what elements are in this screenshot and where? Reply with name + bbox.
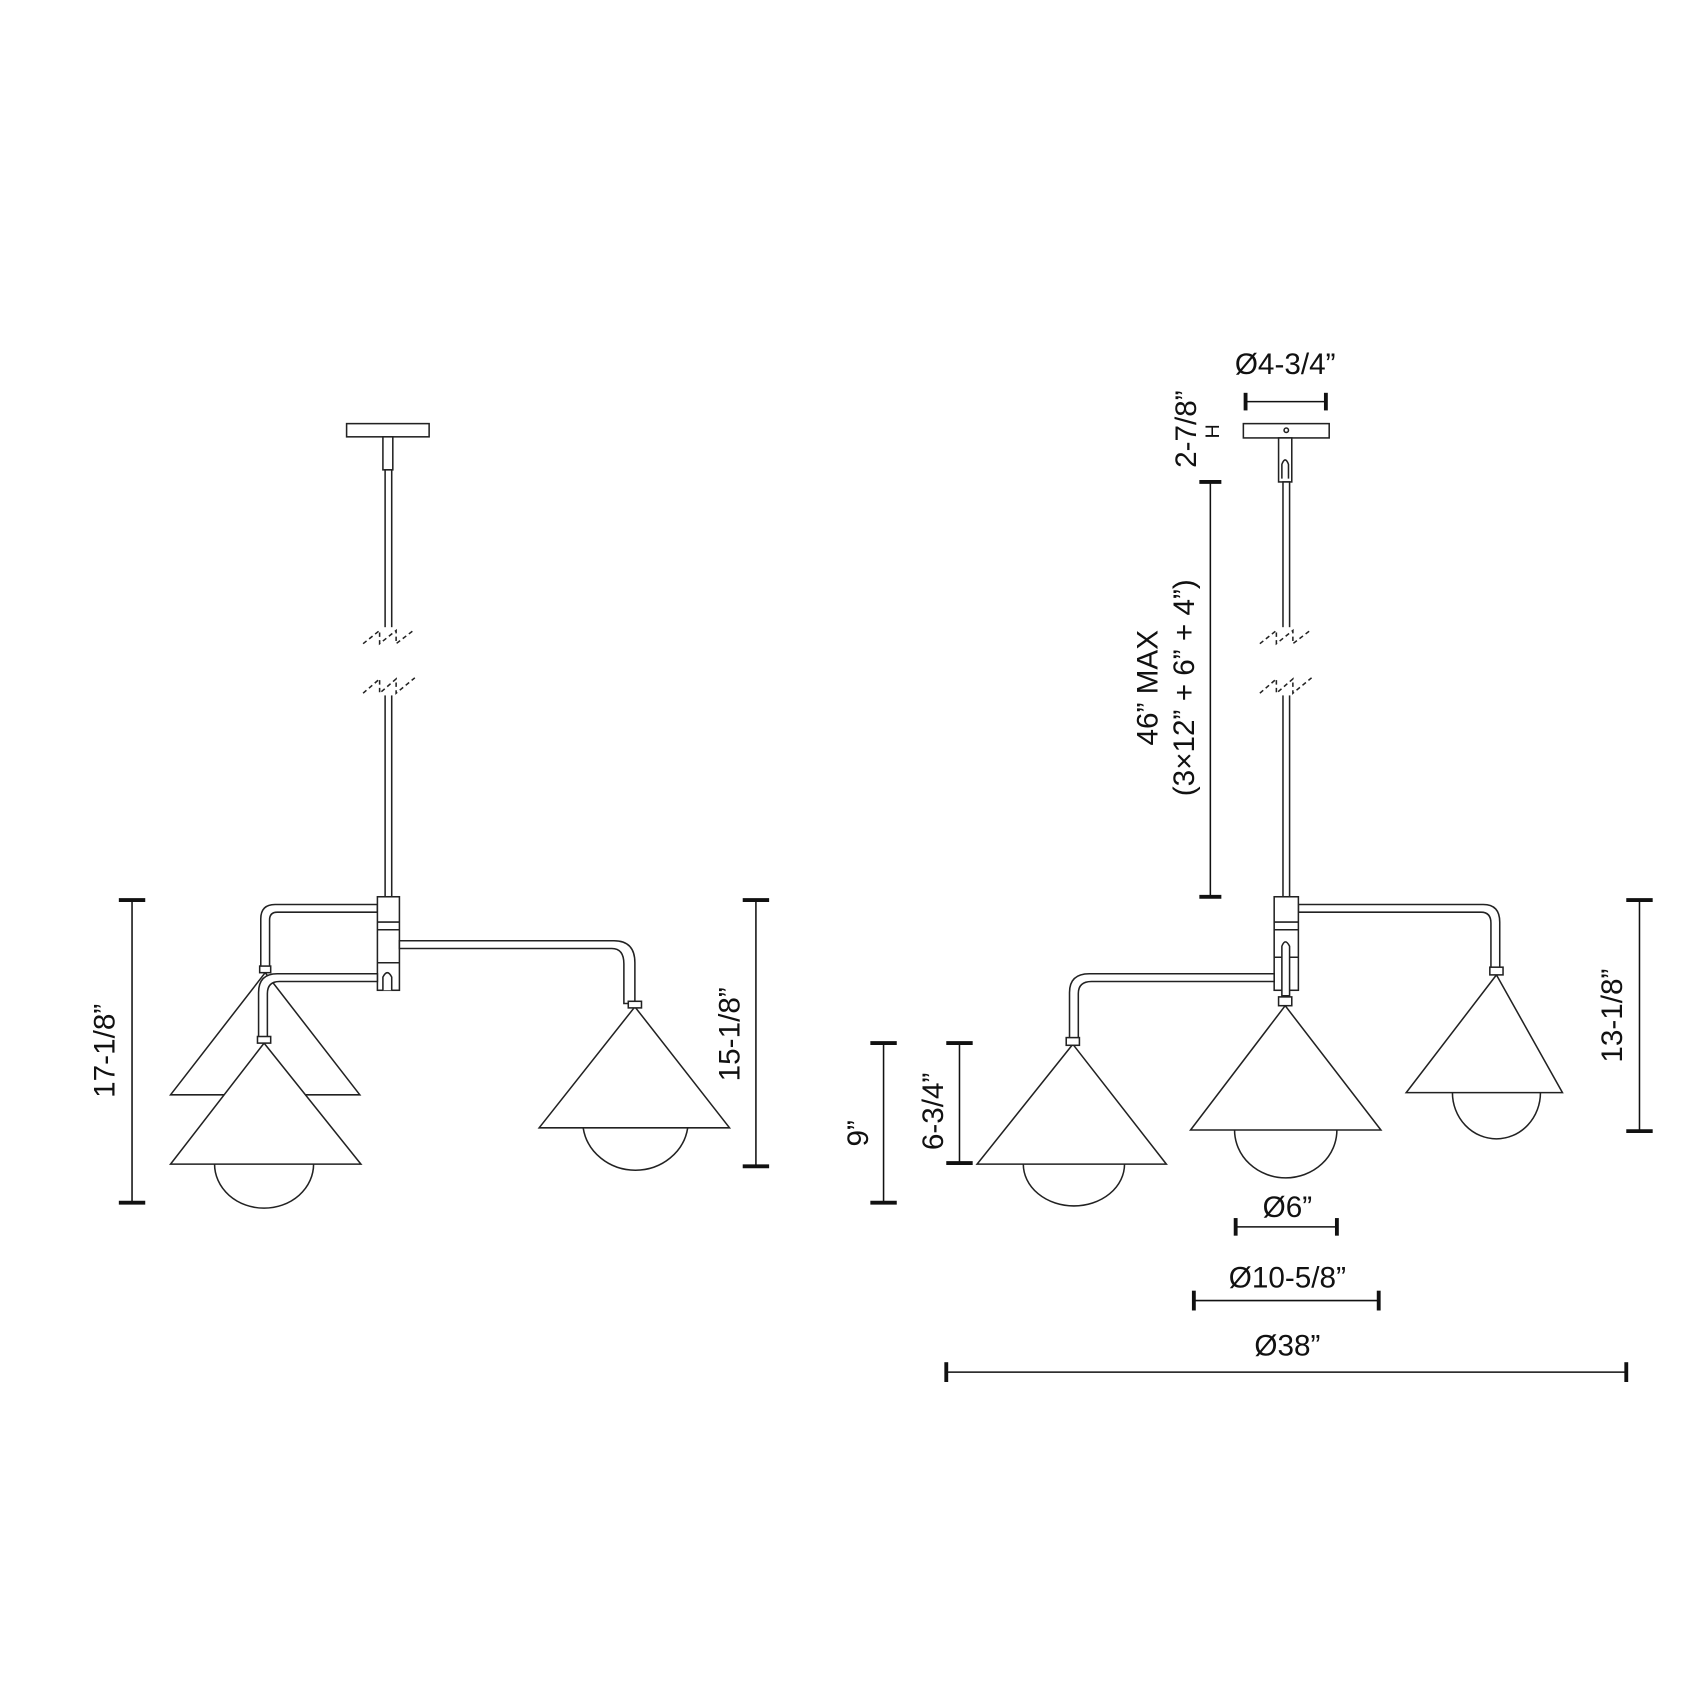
bulb-front-left bbox=[213, 1164, 315, 1209]
stem-breakdown-label: (3×12” + 6” + 4”) bbox=[1168, 579, 1201, 796]
arm-right bbox=[1297, 903, 1501, 970]
shade-right bbox=[1404, 973, 1564, 1094]
stem-connector bbox=[382, 436, 394, 471]
bulb-center bbox=[1233, 1130, 1338, 1179]
shade-height-right-label: 13-1/8” bbox=[1596, 969, 1629, 1063]
arm-height-label: 15-1/8” bbox=[713, 987, 746, 1081]
canopy-height-label: 2-7/8” bbox=[1170, 390, 1203, 468]
dim-stem-length: 46” MAX (3×12” + 6” + 4”) bbox=[1132, 480, 1222, 899]
shade-diameter-label: Ø10-5/8” bbox=[1229, 1261, 1346, 1294]
canopy bbox=[345, 422, 430, 438]
dim-shade-diameter: Ø10-5/8” bbox=[1191, 1261, 1381, 1311]
dim-canopy-height: 2-7/8” H bbox=[1170, 390, 1224, 468]
dim-overall-height: 17-1/8” bbox=[88, 898, 146, 1205]
overall-diameter-label: Ø38” bbox=[1254, 1330, 1320, 1363]
front-view-fixture bbox=[975, 422, 1564, 1207]
bulb-right bbox=[1451, 1092, 1542, 1140]
overall-height-label: 17-1/8” bbox=[88, 1004, 121, 1098]
arm-back-left bbox=[260, 903, 379, 970]
shade-right bbox=[537, 1005, 732, 1129]
dim-bulb-diameter: Ø6” bbox=[1233, 1191, 1339, 1236]
shade-front-left bbox=[168, 1041, 363, 1165]
dim-arm-height: 15-1/8” bbox=[713, 898, 770, 1169]
dim-shade-height-right: 13-1/8” bbox=[1596, 898, 1653, 1134]
bulb-right bbox=[582, 1127, 689, 1171]
side-view-fixture bbox=[168, 422, 732, 1209]
stem-max-label: 46” MAX bbox=[1132, 630, 1165, 746]
shade-overall-label: 9” bbox=[842, 1120, 875, 1146]
canopy-screw bbox=[1283, 427, 1290, 434]
shade-height-label: 6-3/4” bbox=[917, 1073, 950, 1151]
shade-left bbox=[975, 1042, 1168, 1165]
arm-right bbox=[398, 940, 636, 1005]
dim-shade-height: 6-3/4” bbox=[917, 1041, 973, 1165]
canopy bbox=[1242, 422, 1330, 439]
bulb-left bbox=[1022, 1164, 1126, 1207]
canopy-diameter-label: Ø4-3/4” bbox=[1235, 348, 1336, 381]
bulb-diameter-label: Ø6” bbox=[1263, 1191, 1313, 1224]
arm-left bbox=[1068, 973, 1275, 1041]
stem-break-symbol bbox=[362, 627, 416, 696]
dim-canopy-diameter: Ø4-3/4” bbox=[1235, 348, 1336, 411]
canopy-height-marker: H bbox=[1202, 424, 1224, 438]
center-arm bbox=[1281, 941, 1291, 997]
dim-overall-diameter: Ø38” bbox=[944, 1330, 1629, 1383]
shade-center bbox=[1188, 1004, 1383, 1131]
dim-shade-overall: 9” bbox=[842, 1041, 897, 1205]
stem-break-symbol bbox=[1259, 627, 1313, 696]
